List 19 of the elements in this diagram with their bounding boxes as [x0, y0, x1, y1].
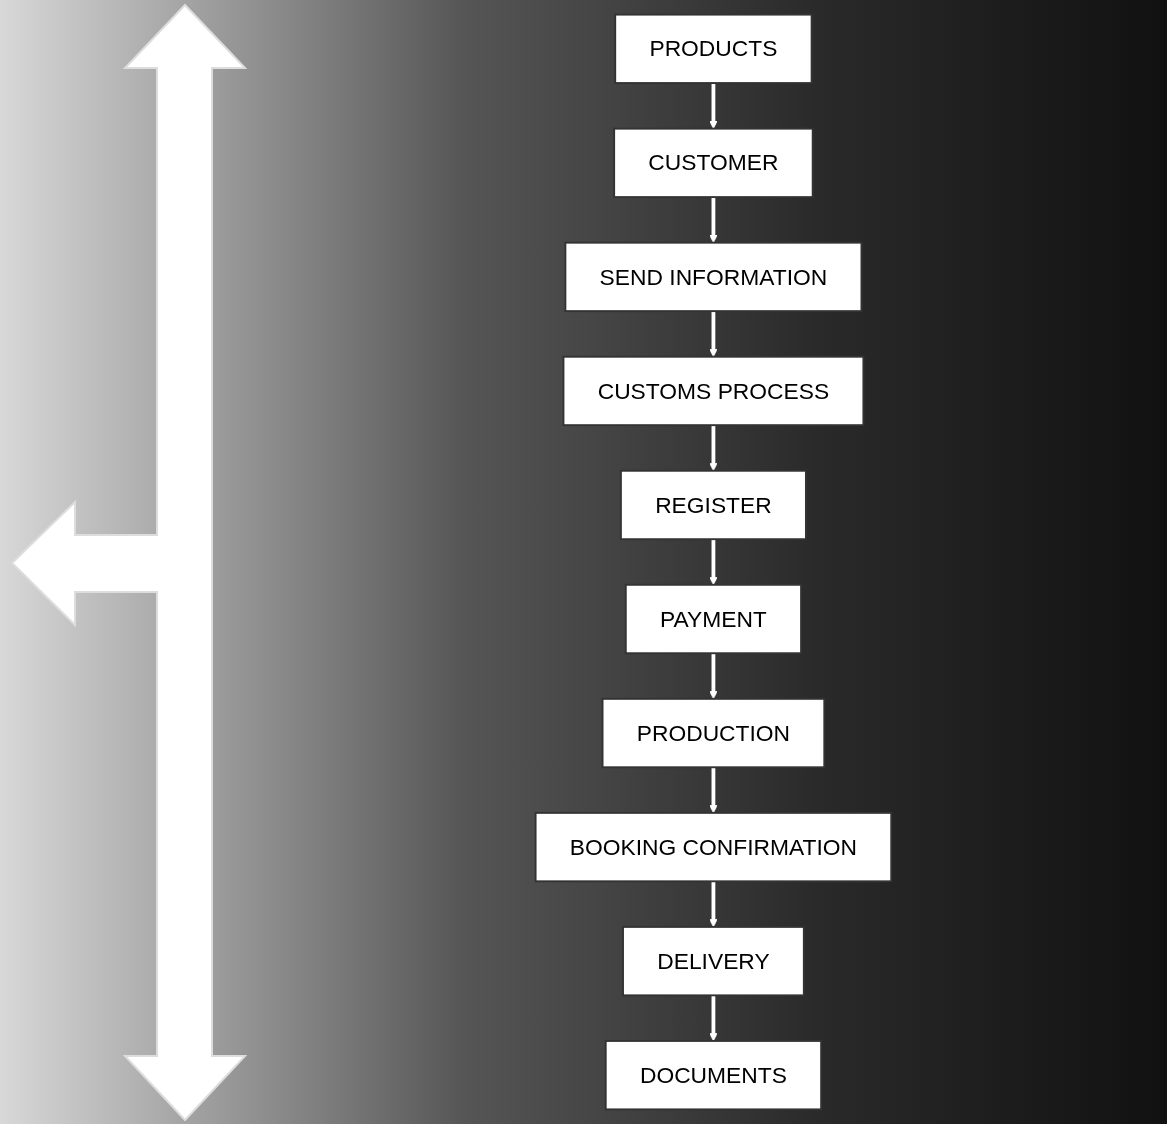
arrow: [709, 83, 718, 130]
node-box: BOOKING CONFIRMATION: [534, 811, 893, 883]
node-box: REGISTER: [620, 469, 807, 541]
arrow: [709, 311, 718, 358]
node-box: CUSTOMS PROCESS: [562, 355, 865, 427]
arrow: [709, 881, 718, 928]
arrow: [709, 425, 718, 472]
node-box: PAYMENT: [624, 583, 803, 655]
node-box: PRODUCTS: [614, 13, 813, 84]
node-box: PRODUCTION: [601, 697, 826, 769]
arrow: [709, 767, 718, 814]
node-box: DELIVERY: [622, 925, 805, 997]
node-box: SEND INFORMATION: [564, 241, 863, 313]
node-box: CUSTOMER: [613, 127, 814, 199]
arrow: [709, 539, 718, 586]
arrow: [709, 653, 718, 700]
arrow: [709, 995, 718, 1042]
arrow: [709, 197, 718, 244]
node-box: DOCUMENTS: [604, 1040, 823, 1111]
